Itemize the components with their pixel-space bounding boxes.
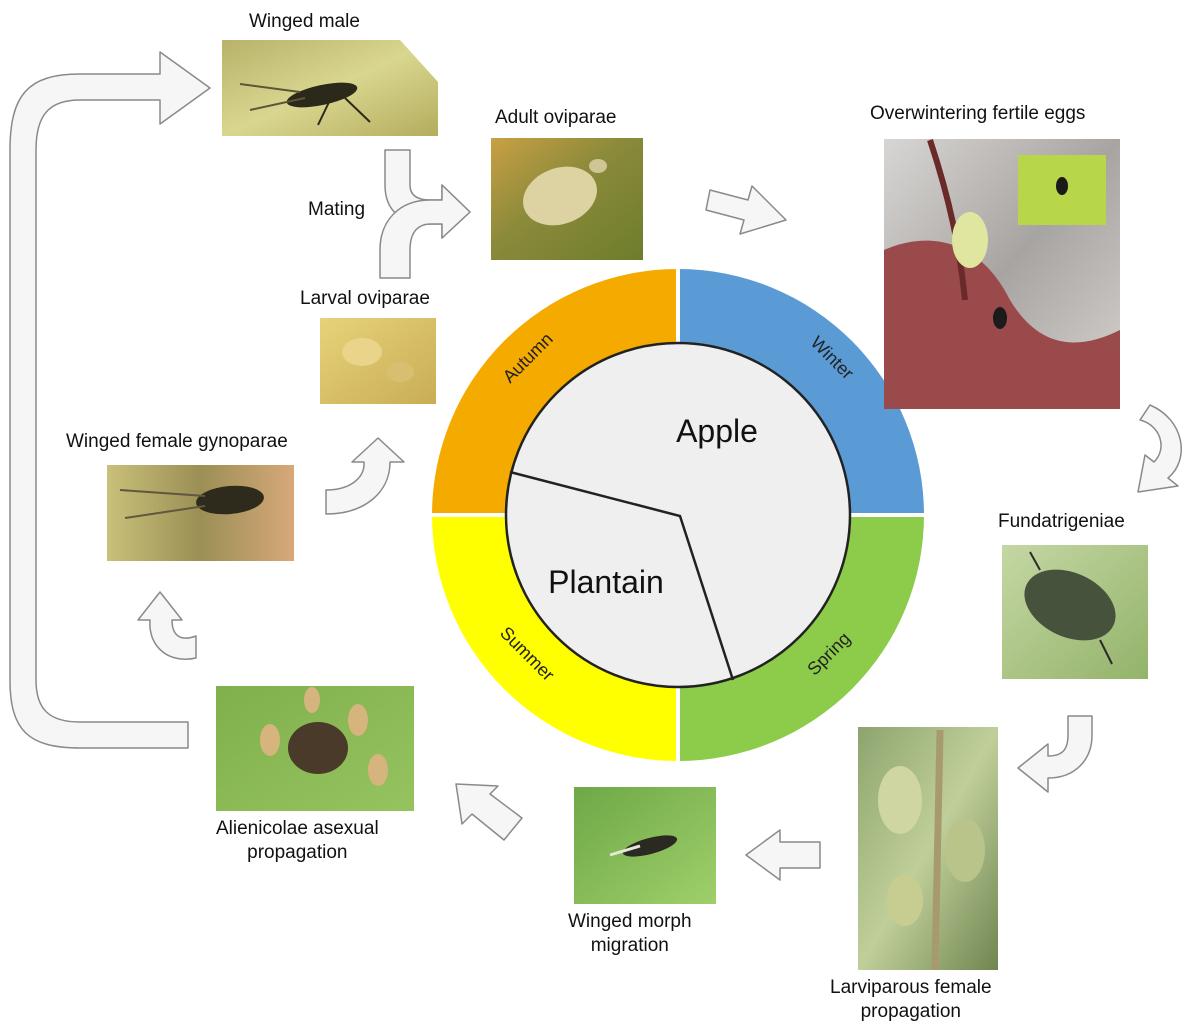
winged-gynoparae-photo	[107, 465, 294, 561]
alienicolae-photo	[216, 686, 414, 811]
adult-oviparae-photo	[491, 138, 643, 260]
gynoparae-to-larval-oviparae-arrow	[325, 437, 405, 515]
winged-migration-label-line2: migration	[590, 934, 669, 956]
winged-migration-label-line1: Winged morph	[568, 911, 692, 932]
host-divider-line	[509, 470, 735, 681]
migration-to-alienicolae-arrow	[455, 783, 523, 841]
larval-oviparae-label: Larval oviparae	[300, 288, 430, 309]
big-return-arrow	[9, 51, 211, 749]
larviparous-propagation-photo	[858, 727, 998, 971]
winged-male-photo	[222, 40, 438, 136]
alienicolae-label-line1: Alienicolae asexual	[216, 818, 379, 839]
fundatrigeniae-to-larviparous-arrow	[1017, 715, 1093, 793]
cycle-arrows	[9, 51, 1182, 881]
larviparous-label-line2: propagation	[860, 1000, 961, 1022]
fundatrigeniae-label: Fundatrigeniae	[998, 511, 1125, 532]
overwintering-eggs-photo	[884, 139, 1120, 409]
fundatrigeniae-photo	[1002, 545, 1148, 679]
winged-male-label: Winged male	[249, 11, 360, 32]
adult-oviparae-label: Adult oviparae	[495, 107, 617, 128]
spring-segment	[678, 515, 924, 761]
larviparous-to-migration-arrow	[745, 829, 821, 881]
larval-oviparae-photo	[320, 318, 436, 404]
alienicolae-to-gynoparae-arrow	[137, 591, 197, 660]
overwintering-eggs-label: Overwintering fertile eggs	[870, 103, 1086, 124]
oviparae-to-eggs-arrow	[705, 185, 787, 235]
mating-label: Mating	[308, 199, 366, 220]
winged-gynoparae-label: Winged female gynoparae	[66, 431, 288, 452]
apple-host-label: Apple	[676, 413, 758, 449]
season-ring	[432, 269, 924, 761]
autumn-segment	[432, 269, 678, 515]
winged-migration-photo	[574, 787, 716, 904]
winged-migration-label: Winged morph migration	[568, 910, 692, 958]
winter-segment	[678, 269, 924, 515]
mating-arrow-lower	[379, 184, 471, 279]
alienicolae-label-line2: propagation	[247, 841, 348, 863]
summer-segment	[432, 515, 678, 761]
larviparous-label-line1: Larviparous female	[830, 977, 992, 998]
eggs-to-fundatrigeniae-arrow	[1137, 404, 1182, 493]
plantain-host-label: Plantain	[548, 564, 664, 600]
larviparous-propagation-label: Larviparous female propagation	[830, 976, 992, 1024]
alienicolae-label: Alienicolae asexual propagation	[216, 817, 379, 865]
